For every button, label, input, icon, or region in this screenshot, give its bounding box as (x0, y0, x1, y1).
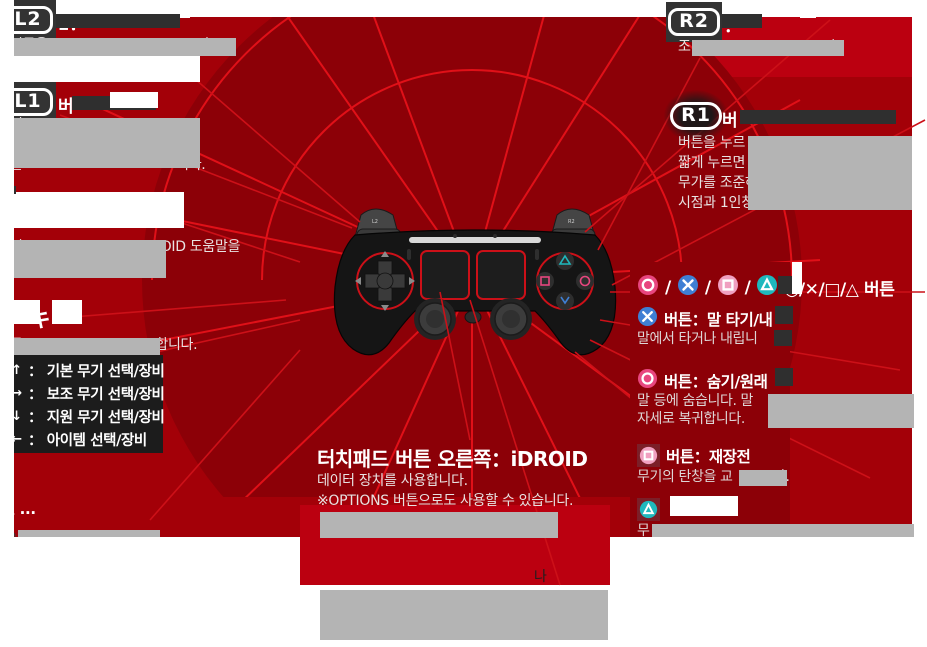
slash-3: / (744, 277, 751, 298)
square-button-row: 버튼：재장전 (637, 444, 751, 467)
redaction-block (52, 300, 82, 324)
arrow-left-icon: ← (11, 432, 22, 447)
redaction-block (774, 330, 792, 346)
circle-button-body-line2: 자세로 복귀합니다. (637, 411, 745, 427)
redaction-block (320, 590, 608, 640)
cross-button-title: 버튼：말 타기/내 (664, 310, 773, 329)
r1-body-line2: 짧게 누르면 (678, 155, 746, 171)
redaction-block (14, 118, 200, 168)
redaction-block (150, 0, 190, 18)
dpad-row-left: ← ： 아이템 선택/장비 (10, 429, 147, 450)
redaction-block (14, 300, 40, 324)
triangle-button-icon (756, 274, 778, 301)
arrow-down-icon: ↓ (11, 409, 22, 424)
center-bottom-fragment: 나 (534, 569, 547, 585)
redaction-block (0, 537, 300, 647)
redaction-block (56, 14, 180, 28)
square-button-icon (637, 444, 660, 467)
redaction-block (110, 92, 158, 108)
arrow-up-icon: ↑ (11, 363, 22, 378)
dpad-row-up-label: ： 기본 무기 선택/장비 (28, 364, 165, 380)
redaction-block (739, 470, 787, 486)
dpad-row-down: ↓ ： 지원 무기 선택/장비 (10, 406, 165, 427)
dpad-row-right: → ： 보조 무기 선택/장비 (10, 383, 165, 404)
triangle-button-icon (637, 498, 660, 521)
triangle-button-body: 무 (637, 523, 650, 539)
redaction-block (800, 0, 816, 18)
circle-button-icon (637, 274, 659, 301)
badge-r1: R1 (664, 90, 728, 142)
badge-r1-label: R1 (670, 102, 722, 130)
circle-button-body-line1: 말 등에 숨습니다. 말 (637, 393, 754, 409)
square-button-title: 버튼：재장전 (666, 447, 751, 466)
circle-button-icon (637, 368, 658, 393)
dpad-row-left-label: ： 아이템 선택/장비 (28, 433, 147, 449)
redaction-block (722, 14, 762, 28)
redaction-block (14, 192, 184, 228)
redaction-block (748, 136, 912, 210)
l1-title: 버 (58, 97, 74, 117)
redaction-block (768, 394, 914, 428)
badge-r2-label: R2 (668, 8, 720, 36)
redaction-block (86, 0, 126, 18)
circle-button-row: 버튼：숨기/원래 (637, 368, 768, 393)
cross-button-row: 버튼：말 타기/내 (637, 306, 773, 331)
redaction-block (775, 368, 793, 386)
dpad-row-up: ↑ ： 기본 무기 선택/장비 (10, 360, 165, 381)
touchpad-body-line1: 데이터 장치를 사용합니다. (317, 473, 468, 489)
face-buttons-header: / / / ○/✕/□/△ 버튼 (637, 274, 895, 301)
badge-r2: R2 (666, 2, 722, 42)
touchpad-title: 터치패드 버튼 오른쪽：iDROID (317, 447, 588, 471)
redaction-block (0, 0, 14, 647)
arrow-right-icon: → (11, 386, 22, 401)
redaction-block (320, 512, 558, 538)
redaction-block (778, 276, 792, 294)
square-button-body: 무기의 탄창을 교 다. (637, 469, 790, 485)
triangle-button-row (637, 498, 666, 521)
square-button-icon (717, 274, 739, 301)
dpad-row-right-label: ： 보조 무기 선택/장비 (28, 387, 165, 403)
cross-button-icon (677, 274, 699, 301)
redaction-block (14, 38, 236, 56)
r1-title: 버 (722, 111, 738, 131)
redaction-block (56, 0, 70, 18)
redaction-block (740, 110, 896, 124)
dpad-row-down-label: ： 지원 무기 선택/장비 (28, 410, 165, 426)
r1-body-line4: 시점과 1인칭 (678, 195, 754, 211)
slash-2: / (704, 277, 711, 298)
face-buttons-panel (630, 262, 790, 540)
cross-button-icon (637, 306, 658, 331)
svg-text:R2: R2 (568, 219, 575, 225)
face-buttons-header-label: ○/✕/□/△ 버튼 (784, 280, 895, 300)
cross-button-body: 말에서 타거나 내립니 (637, 331, 758, 347)
r1-body-line3: 무가를 조준하 (678, 175, 758, 191)
redaction-block (692, 40, 844, 56)
touchpad-body-line2: ※OPTIONS 버튼으로도 사용할 수 있습니다. (317, 493, 574, 509)
circle-button-title: 버튼：숨기/원래 (664, 372, 768, 391)
redaction-block (792, 262, 802, 294)
redaction-block (610, 537, 927, 647)
redaction-block (14, 56, 200, 82)
slash-1: / (665, 277, 671, 298)
redaction-block (775, 306, 793, 324)
svg-text:L2: L2 (372, 219, 378, 225)
r1-body-line1: 버튼을 누르 (678, 135, 746, 151)
redaction-block (14, 338, 160, 356)
redaction-block (14, 240, 166, 278)
dpad-list-panel: ↑ ： 기본 무기 선택/장비 → ： 보조 무기 선택/장비 ↓ ： 지원 무… (0, 355, 165, 453)
redaction-block (670, 496, 738, 516)
